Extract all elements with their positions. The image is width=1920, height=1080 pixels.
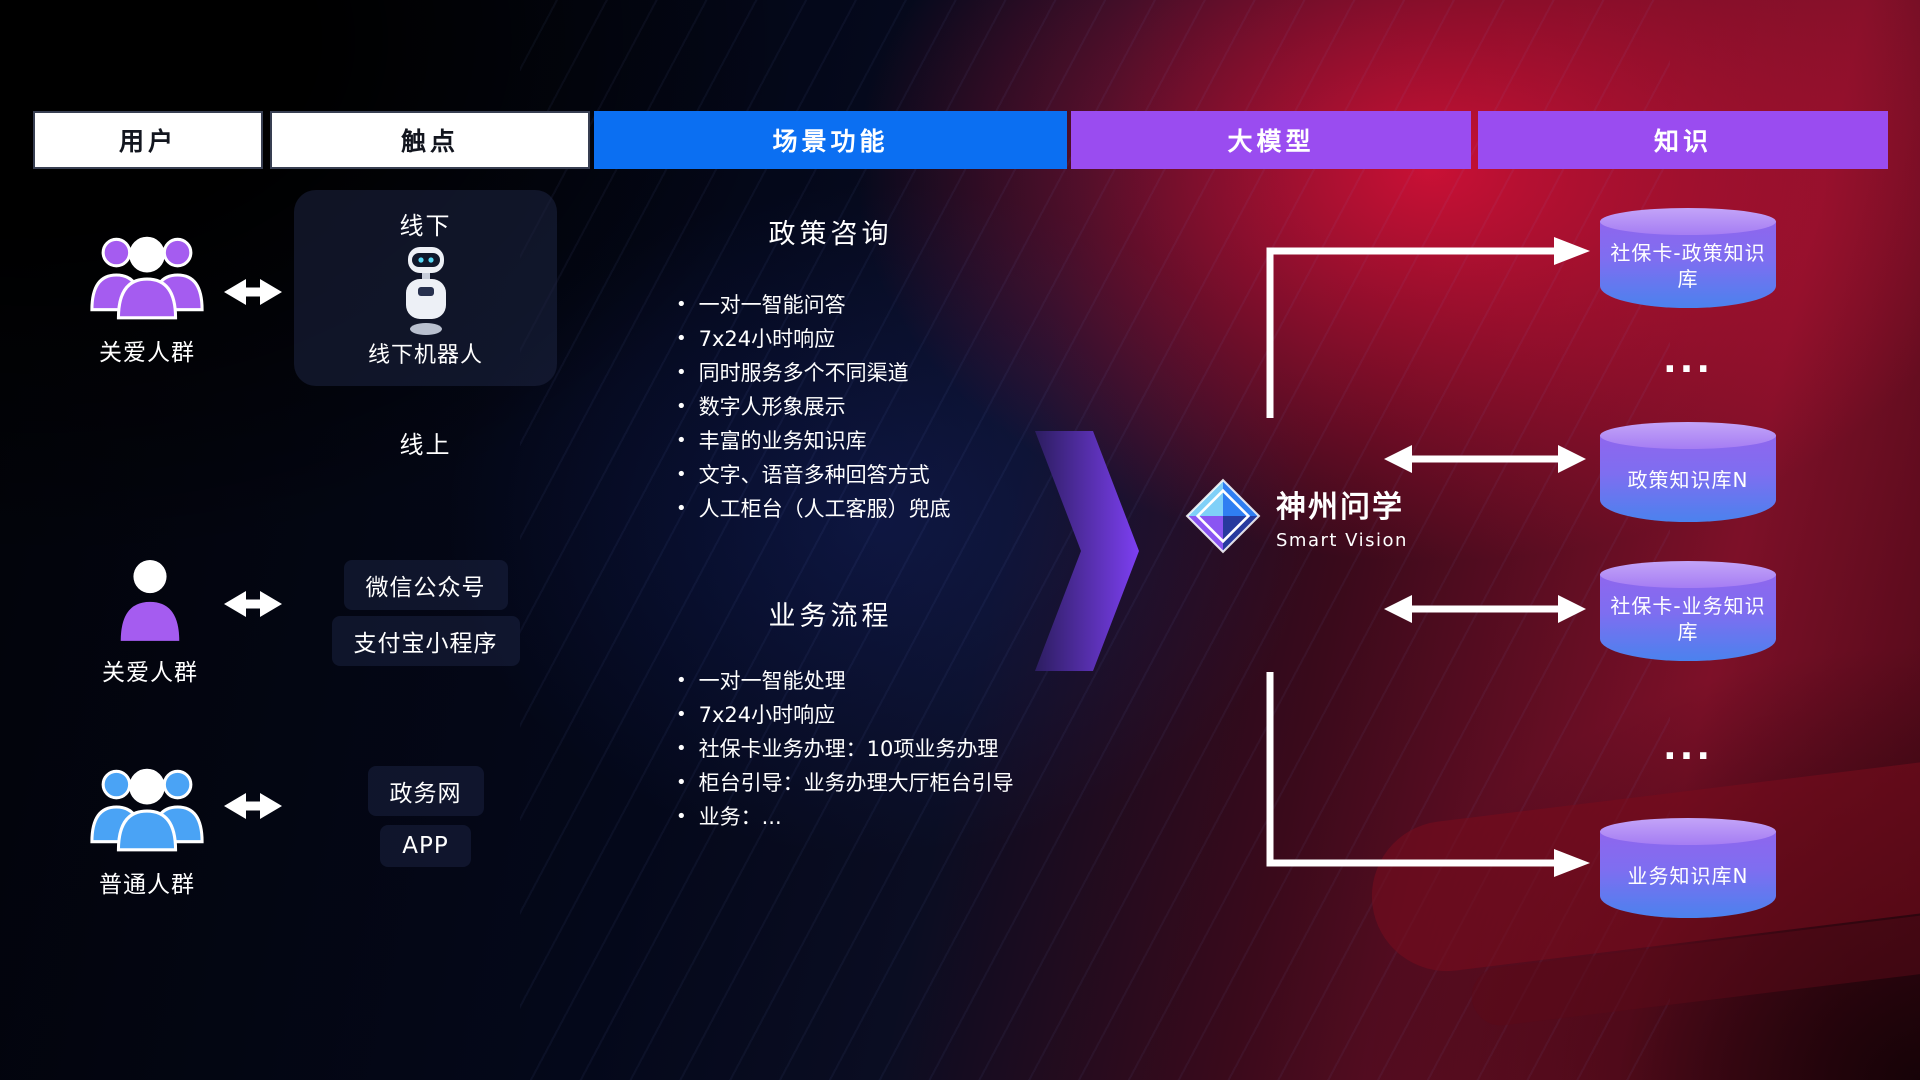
- background-red-swoosh: [1468, 905, 1920, 1029]
- ellipsis: ...: [1662, 727, 1714, 768]
- knowledge-db-label: 业务知识库N: [1627, 864, 1749, 888]
- scene-title-business: 业务流程: [768, 601, 893, 632]
- knowledge-db-policy-n: 政策知识库N: [1600, 422, 1776, 522]
- user-group-care-2: 关爱人群: [60, 550, 240, 687]
- header-knowledge: 知识: [1478, 111, 1888, 169]
- scene-item: 丰富的业务知识库: [676, 425, 951, 459]
- cylinder-top: [1600, 561, 1776, 588]
- model-knowledge-arrows: [1266, 237, 1590, 877]
- cylinder-top: [1600, 208, 1776, 235]
- offline-robot-label: 线下机器人: [367, 343, 483, 368]
- channel-label: 支付宝小程序: [331, 616, 520, 666]
- ellipsis: ...: [1662, 340, 1714, 381]
- brand-text: 神州问学 Smart Vision: [1276, 482, 1408, 551]
- channel-gov-web: 政务网: [294, 766, 557, 816]
- scene-item: 一对一智能处理: [676, 665, 1014, 699]
- user-label: 关爱人群: [102, 660, 198, 686]
- brand-subtitle: Smart Vision: [1276, 529, 1408, 551]
- knowledge-db-label: 社保卡-业务知识库: [1610, 594, 1766, 644]
- header-scene: 场景功能: [594, 111, 1067, 169]
- knowledge-db-business-ssc: 社保卡-业务知识库: [1600, 561, 1776, 661]
- channel-label: 微信公众号: [343, 560, 508, 610]
- channel-wechat: 微信公众号: [294, 560, 557, 610]
- offline-touchpoint-card: 线下 线下机器人: [294, 190, 557, 386]
- channel-alipay: 支付宝小程序: [294, 616, 557, 666]
- knowledge-db-policy-ssc: 社保卡-政策知识库: [1600, 208, 1776, 308]
- offline-title: 线下: [399, 212, 452, 240]
- channel-label: APP: [380, 825, 471, 867]
- scene-item: 同时服务多个不同渠道: [676, 357, 951, 391]
- scene-list-policy: 一对一智能问答 7x24小时响应 同时服务多个不同渠道 数字人形象展示 丰富的业…: [676, 289, 951, 527]
- scene-item: 7x24小时响应: [676, 323, 951, 357]
- brand-name: 神州问学: [1276, 489, 1404, 525]
- knowledge-db-label: 社保卡-政策知识库: [1610, 241, 1766, 291]
- user-group-ordinary: 普通人群: [57, 756, 237, 899]
- scene-title-policy: 政策咨询: [768, 219, 893, 250]
- scene-item: 数字人形象展示: [676, 391, 951, 425]
- people-group-icon: [90, 768, 204, 852]
- knowledge-db-label: 政策知识库N: [1627, 468, 1749, 492]
- person-icon: [120, 559, 180, 641]
- scene-item: 柜台引导：业务办理大厅柜台引导: [676, 767, 1014, 801]
- cylinder-top: [1600, 818, 1776, 845]
- cylinder-body: [1600, 831, 1776, 918]
- cylinder-body: [1600, 435, 1776, 522]
- online-title: 线上: [399, 431, 452, 459]
- scene-item: 业务：...: [676, 801, 1014, 835]
- scene-item: 人工柜台（人工客服）兜底: [676, 493, 951, 527]
- knowledge-db-business-n: 业务知识库N: [1600, 818, 1776, 918]
- cylinder-body: [1600, 574, 1776, 661]
- scene-item: 社保卡业务办理：10项业务办理: [676, 733, 1014, 767]
- channel-label: 政务网: [367, 766, 484, 816]
- scene-item: 7x24小时响应: [676, 699, 1014, 733]
- user-label: 普通人群: [99, 872, 195, 898]
- scene-item: 一对一智能问答: [676, 289, 951, 323]
- cylinder-top: [1600, 422, 1776, 449]
- header-model: 大模型: [1071, 111, 1471, 169]
- header-touchpoint: 触点: [270, 111, 590, 169]
- header-user: 用户: [33, 111, 263, 169]
- brand: 神州问学 Smart Vision: [1185, 478, 1408, 554]
- robot-icon: [405, 247, 446, 335]
- channel-app: APP: [294, 825, 557, 867]
- scene-list-business: 一对一智能处理 7x24小时响应 社保卡业务办理：10项业务办理 柜台引导：业务…: [676, 665, 1014, 835]
- user-label: 关爱人群: [99, 340, 195, 366]
- diamond-logo-icon: [1185, 478, 1261, 554]
- scene-item: 文字、语音多种回答方式: [676, 459, 951, 493]
- user-group-care-1: 关爱人群: [57, 224, 237, 367]
- flow-arrow-icon: [1035, 431, 1139, 671]
- people-group-icon: [90, 236, 204, 320]
- cylinder-body: [1600, 221, 1776, 308]
